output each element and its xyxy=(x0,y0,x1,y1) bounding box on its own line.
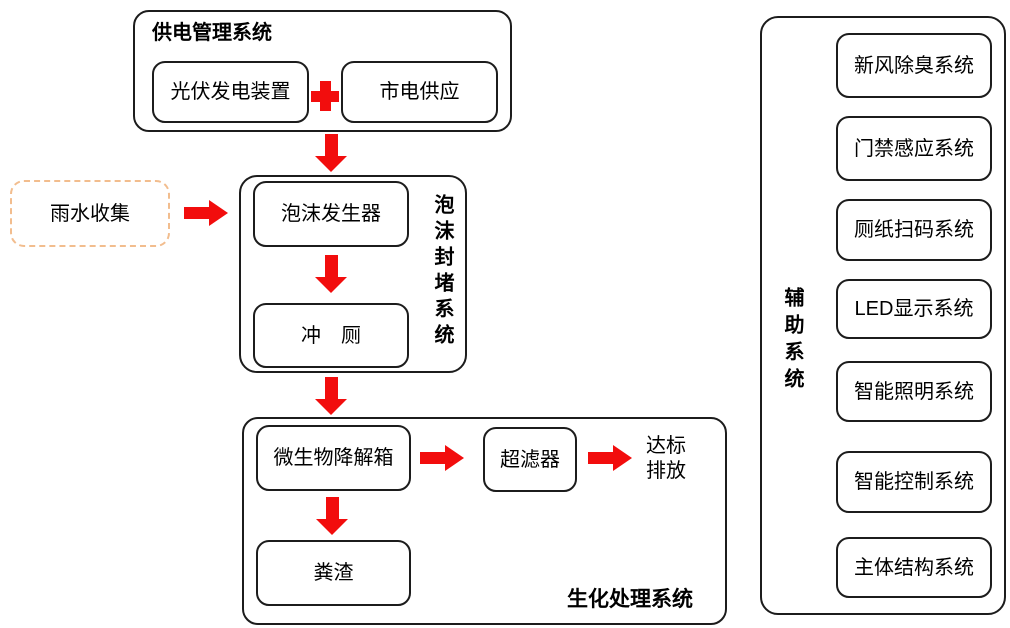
discharge-text: 达标 排放 xyxy=(646,434,686,484)
arrow-right-icon-rain-to-foam xyxy=(184,200,228,226)
discharge-line2: 排放 xyxy=(646,460,686,482)
arrow-down-icon-power-to-foam xyxy=(315,134,347,172)
bio-system-label: 生化处理系统 xyxy=(567,588,693,611)
arrow-shaft xyxy=(325,497,339,519)
pv-generation-label: 光伏发电装置 xyxy=(170,81,291,103)
ultrafilter-label: 超滤器 xyxy=(500,448,560,471)
arrow-head xyxy=(316,519,348,535)
arrow-down-icon-foam-to-bio xyxy=(315,377,347,415)
arrow-right-icon-digester-to-filter xyxy=(420,445,464,471)
aux-item-smart-control: 智能控制系统 xyxy=(836,451,992,513)
aux-item-label: 门禁感应系统 xyxy=(854,137,974,160)
aux-item-fresh-air-deodorize: 新风除臭系统 xyxy=(836,33,992,98)
aux-item-label: 新风除臭系统 xyxy=(854,54,974,77)
foam-generator-box: 泡沫发生器 xyxy=(253,181,409,247)
foam-system-label: 泡沫封堵系统 xyxy=(431,194,453,350)
residue-box: 粪渣 xyxy=(256,540,411,606)
aux-item-smart-lighting: 智能照明系统 xyxy=(836,361,992,422)
aux-item-paper-scan: 厕纸扫码系统 xyxy=(836,199,992,261)
aux-item-label: 智能照明系统 xyxy=(854,380,974,403)
arrow-head xyxy=(613,445,632,471)
arrow-shaft xyxy=(324,134,338,156)
arrow-shaft xyxy=(184,207,209,219)
arrow-head xyxy=(315,399,347,415)
flush-toilet-box: 冲 厕 xyxy=(253,303,409,368)
aux-system-label: 辅助系统 xyxy=(781,287,803,395)
plus-icon xyxy=(311,81,339,111)
aux-item-label: 主体结构系统 xyxy=(854,556,974,579)
arrow-shaft xyxy=(324,255,338,277)
rainwater-collection-label: 雨水收集 xyxy=(50,202,130,225)
arrow-shaft xyxy=(588,452,613,464)
aux-item-led-display: LED显示系统 xyxy=(836,279,992,339)
aux-item-access-control: 门禁感应系统 xyxy=(836,116,992,181)
arrow-head xyxy=(445,445,464,471)
pv-generation-box: 光伏发电装置 xyxy=(152,61,309,123)
flush-toilet-label: 冲 厕 xyxy=(301,324,361,347)
aux-item-main-structure: 主体结构系统 xyxy=(836,537,992,598)
digester-label: 微生物降解箱 xyxy=(273,447,394,469)
arrow-down-icon-foam-to-flush xyxy=(315,255,347,293)
power-system-title: 供电管理系统 xyxy=(152,22,272,44)
mains-supply-box: 市电供应 xyxy=(341,61,498,123)
arrow-shaft xyxy=(420,452,445,464)
plus-horizontal-bar xyxy=(311,90,339,102)
arrow-right-icon-filter-to-discharge xyxy=(588,445,632,471)
arrow-head xyxy=(209,200,228,226)
aux-item-label: 智能控制系统 xyxy=(854,471,974,493)
arrow-head xyxy=(315,156,347,172)
rainwater-collection-box: 雨水收集 xyxy=(10,180,170,247)
arrow-shaft xyxy=(324,377,338,399)
aux-item-label: 厕纸扫码系统 xyxy=(854,219,974,241)
mains-supply-label: 市电供应 xyxy=(379,81,460,103)
digester-box: 微生物降解箱 xyxy=(256,425,411,491)
arrow-down-icon-digester-to-residue xyxy=(316,497,348,535)
arrow-head xyxy=(315,277,347,293)
foam-generator-label: 泡沫发生器 xyxy=(281,203,381,225)
residue-label: 粪渣 xyxy=(313,562,354,584)
aux-item-label: LED显示系统 xyxy=(854,298,974,320)
discharge-line1: 达标 xyxy=(646,435,686,457)
ultrafilter-box: 超滤器 xyxy=(483,427,577,492)
